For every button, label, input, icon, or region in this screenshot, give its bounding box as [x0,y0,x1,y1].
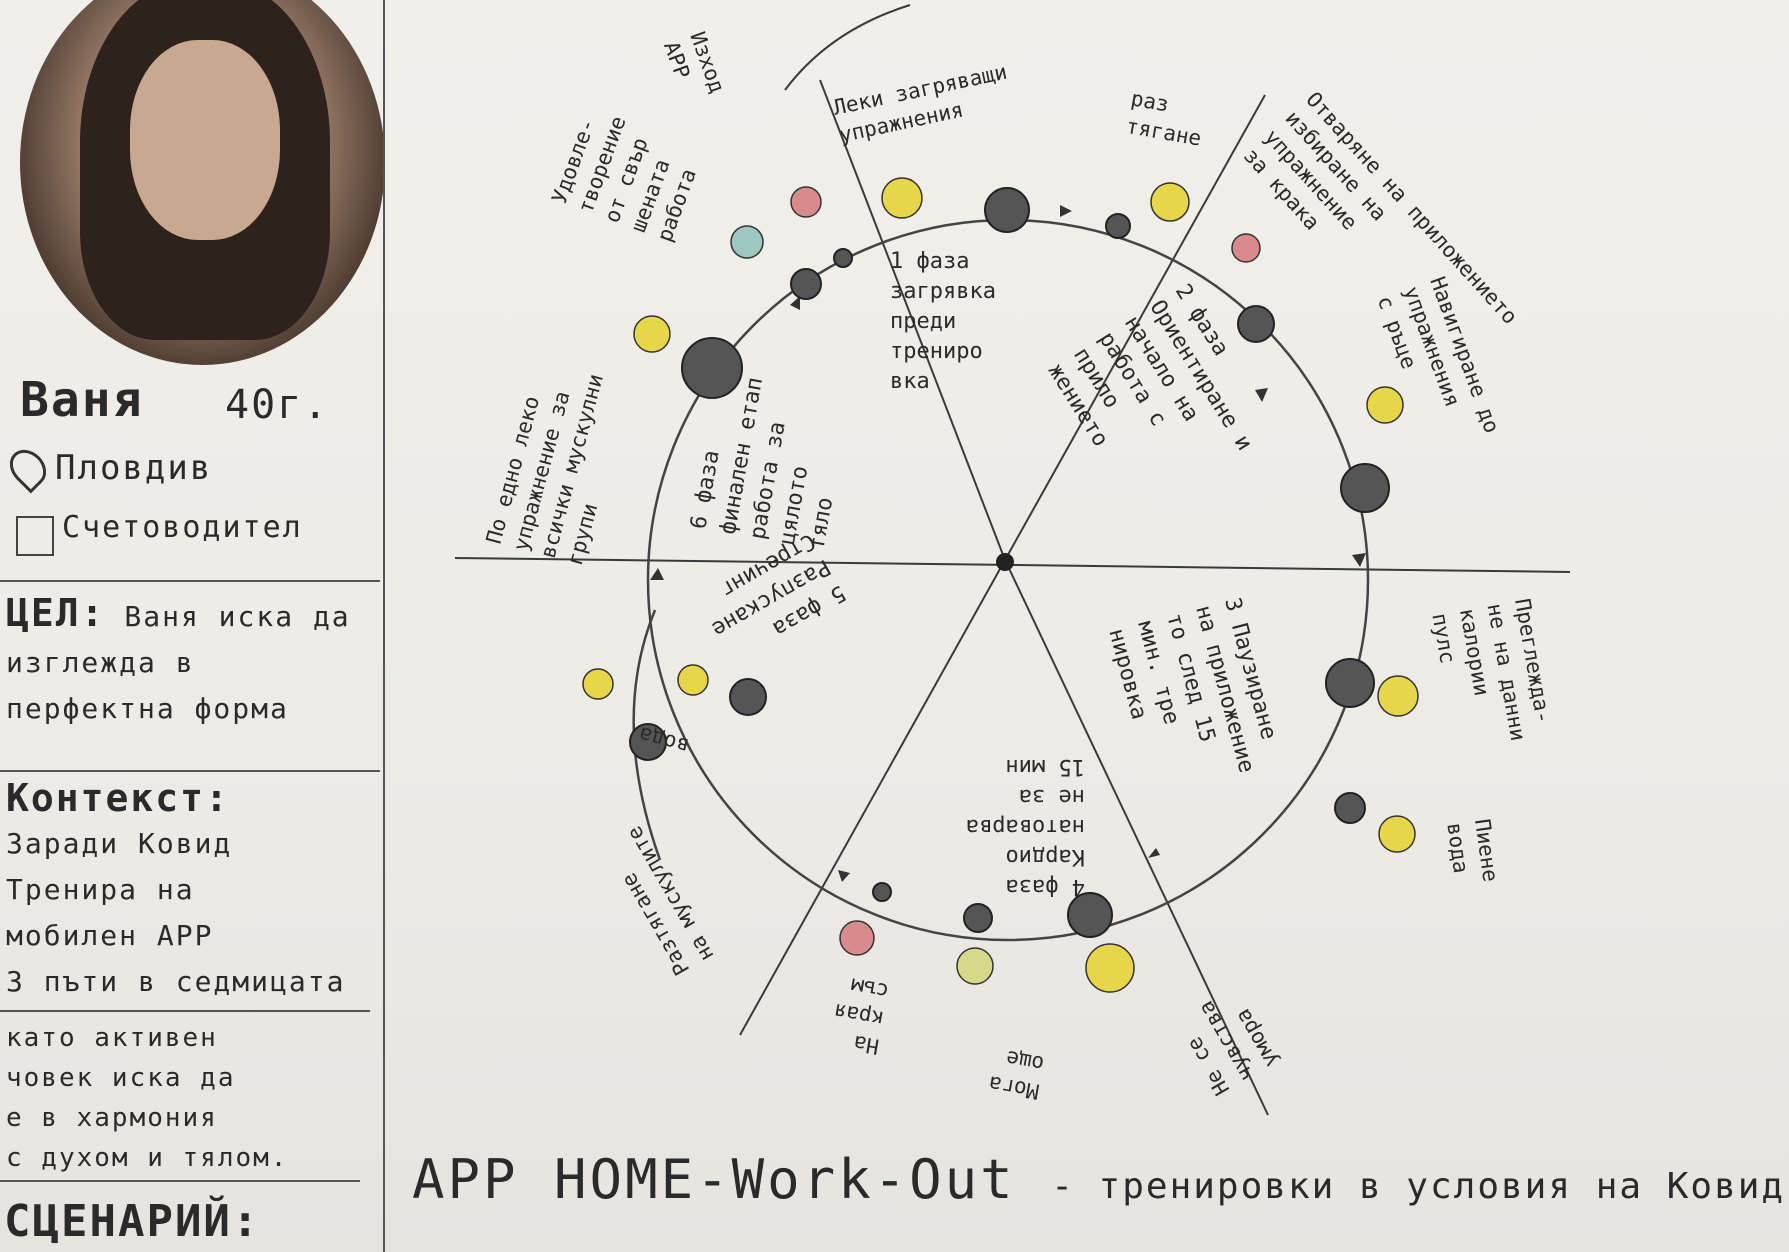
note-open-app: Отваряне на приложениетоизбиране наупраж… [1239,87,1522,385]
text-line: тягане [1124,114,1203,151]
motivation-line: е в хармония [6,1103,218,1133]
persona-city: Пловдив [55,448,213,488]
context-line: 3 пъти в седмицата [6,965,346,998]
text-line: вка [890,369,930,394]
text-line: На [852,1031,881,1059]
context-line: Заради Ковид [6,827,233,860]
text-line: пулс [1427,611,1459,665]
goal-text: Ваня иска да изглежда в перфектна форма [6,600,351,725]
text-line: съм [849,973,891,1003]
outer-notes: Леки загряващиупражнения разтягане Отвар… [482,29,1558,1104]
phase-4-text: 4 фаза Кардио натоварва не за 15 мин [966,754,1085,899]
text-line: вода [1442,821,1473,874]
phase-1-text: 1 фаза загрявка преди трениро вка [890,249,996,394]
touchpoints [629,187,1390,938]
motivation-block: като активен човек иска да е в хармония … [6,1018,376,1178]
persona-panel: Ваня 40г. Пловдив Счетоводител ЦЕЛ: Ваня… [0,0,385,1252]
text-line: раз [1129,86,1171,116]
divider-line [0,1180,360,1182]
text-line: трениро [890,339,983,364]
text-line: още [1004,1046,1046,1076]
note-warmup: Леки загряващиупражнения [831,60,1015,148]
text-line: преди [890,309,956,334]
phase-3-text: 3 Паузиранена приложението след 15мин. т… [1103,595,1288,799]
divider-line [0,580,380,582]
text-line: натоварва [966,814,1085,839]
goal-label: ЦЕЛ: [6,591,106,635]
text-line: не за [1019,784,1085,809]
office-building-icon [16,516,54,556]
note-muscle-stretch: Разтяганена мускулите [598,822,719,979]
context-block: Контекст: Заради Ковид Тренира на мобиле… [6,775,376,1005]
note-exit-app: ИзходAPP [659,29,729,106]
text-line: Пиене [1470,817,1503,883]
footer-title: APP HOME-Work-Out [412,1148,1016,1211]
text-line: Кардио [1006,844,1085,869]
text-line: загрявка [890,279,996,304]
motivation-line: като активен [6,1023,218,1053]
emotion-faces [582,177,1419,993]
persona-name: Ваня [20,372,144,428]
text-line: тяло [804,495,838,552]
context-line: Тренира на [6,873,195,906]
divider-line [0,770,380,772]
phase-6-text: 6 фазафинален етапработа зацялототяло [686,370,856,552]
panel-divider [383,0,385,1252]
photo-face [130,40,280,240]
note-drink-water: Пиеневода [1442,817,1502,887]
note-stretching: разтягане [1124,86,1208,150]
motivation-line: човек иска да [6,1063,236,1093]
text-line: 15 мин [1006,754,1085,779]
persona-job: Счетоводител [62,510,303,545]
note-no-fatigue: Не сечувстваумора [1169,983,1283,1100]
divider-line [0,1010,370,1012]
motivation-line: с духом и тялом. [6,1143,289,1173]
scenario-label: СЦЕНАРИЙ: [4,1196,261,1247]
diagram-footer: APP HOME-Work-Out - тренировки в условия… [412,1148,1785,1211]
note-can-more: Могаоще [987,1044,1046,1104]
persona-photo [20,0,385,365]
context-label: Контекст: [6,776,230,820]
footer-subtitle: - тренировки в условия на Ковид [1051,1166,1786,1207]
direction-arrows [650,205,1366,882]
text-line: края [832,999,886,1031]
note-satisfaction: Удовле-творениеот свършенатаработа [547,103,709,245]
persona-age: 40г. [225,382,330,428]
text-line: 4 фаза [1006,874,1085,899]
text-line: Мога [987,1071,1041,1103]
context-line: мобилен APP [6,919,214,952]
note-view-data: Преглежда-не на данникалориипулс [1427,597,1558,753]
goal-block: ЦЕЛ: Ваня иска да изглежда в перфектна ф… [6,590,376,732]
note-at-end: Накраясъм [827,971,891,1059]
note-light-exercise: По едно лекоупражнение завсички мускулни… [482,357,635,568]
location-pin-icon [2,442,54,494]
text-line: 1 фаза [890,249,969,274]
text-line: Изход [685,29,729,97]
